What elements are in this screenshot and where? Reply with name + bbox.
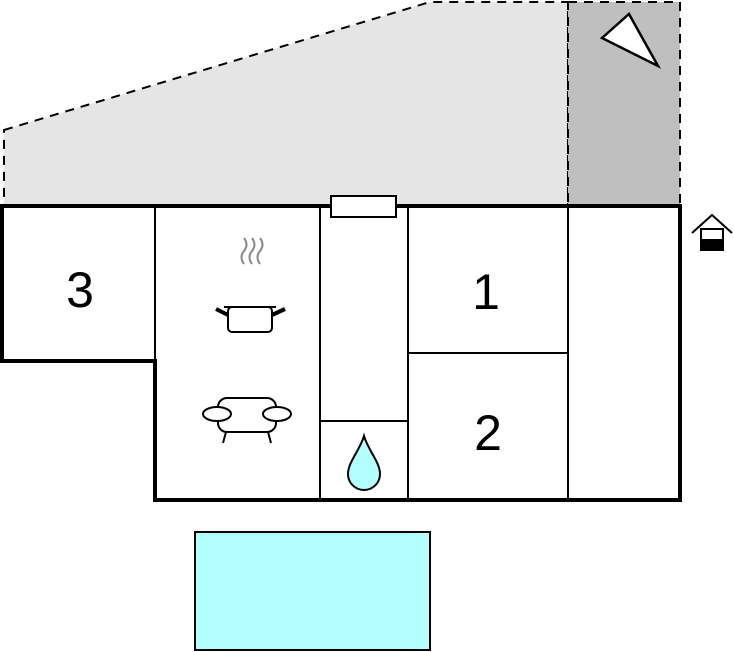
window <box>330 195 397 218</box>
building-outline <box>0 204 682 502</box>
room-label-2: 2 <box>474 405 502 461</box>
pool <box>194 531 431 651</box>
terrace-area <box>3 1 569 207</box>
water-drop-icon <box>346 432 382 491</box>
compass-pointer-icon <box>599 12 662 69</box>
sofa-icon <box>202 397 292 444</box>
room-label-1: 1 <box>472 264 500 320</box>
kitchen-pot-icon <box>215 237 286 333</box>
interior-walls <box>154 206 569 500</box>
room-label-3: 3 <box>66 262 94 318</box>
house-icon <box>691 213 733 251</box>
